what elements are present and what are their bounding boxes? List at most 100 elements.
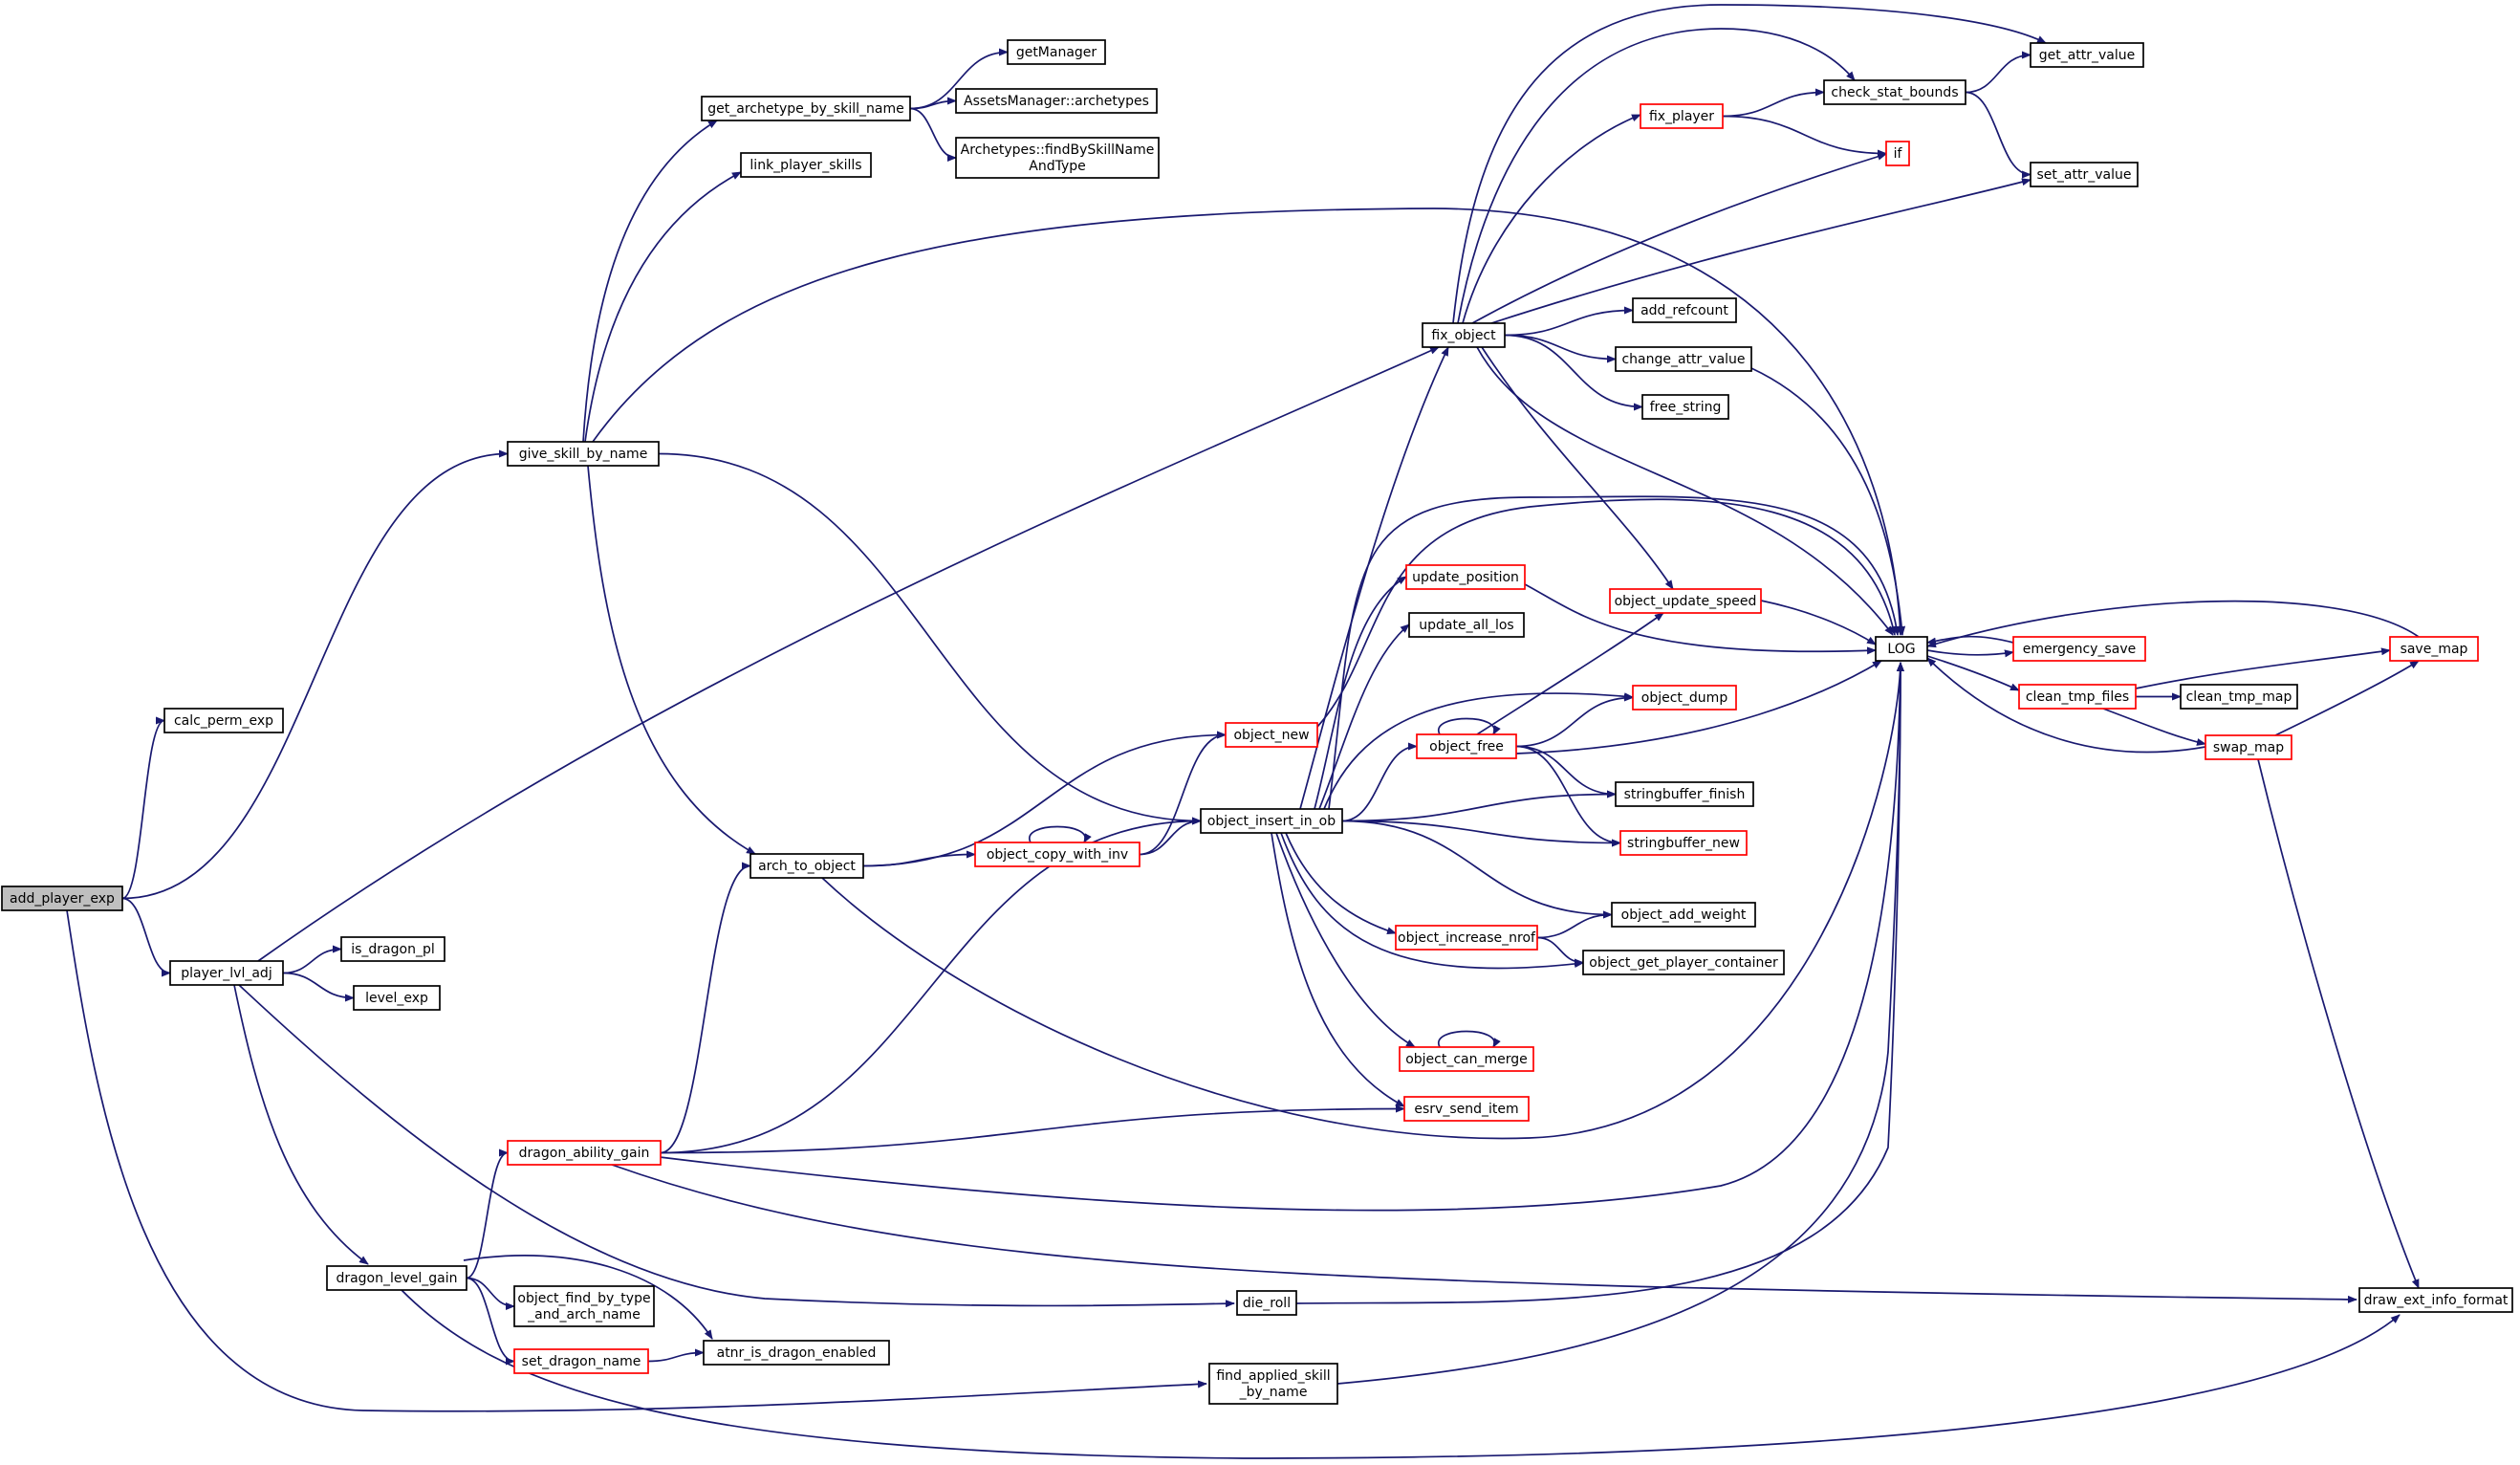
edge-check_stat_bounds-to-set_attr_value bbox=[1965, 91, 2031, 179]
node-add-player-exp[interactable]: add_player_exp bbox=[1, 886, 123, 911]
node-fix-player[interactable]: fix_player bbox=[1640, 103, 1724, 129]
node-label: object_free bbox=[1429, 739, 1504, 754]
node-label: arch_to_object bbox=[758, 859, 856, 874]
node-box bbox=[1, 886, 123, 911]
edge-give_skill_by_name-to-link_player_skills bbox=[584, 171, 742, 443]
node-label: change_attr_value bbox=[1621, 352, 1745, 367]
node-dragon-ability-gain[interactable]: dragon_ability_gain bbox=[507, 1140, 662, 1166]
node-assetsmanager-archetypes[interactable]: AssetsManager::archetypes bbox=[955, 88, 1158, 114]
node-set-dragon-name[interactable]: set_dragon_name bbox=[513, 1348, 649, 1374]
edge-fix_player-to-if bbox=[1722, 115, 1887, 158]
node-label: AssetsManager::archetypes bbox=[964, 94, 1149, 109]
node-label: _and_arch_name bbox=[527, 1307, 641, 1323]
node-give-skill-by-name[interactable]: give_skill_by_name bbox=[507, 441, 660, 467]
edge-fix_object-to-free_string bbox=[1504, 334, 1643, 411]
node-label: get_attr_value bbox=[2039, 48, 2136, 63]
node-object-can-merge[interactable]: object_can_merge bbox=[1399, 1046, 1534, 1072]
edge-check_stat_bounds-to-get_attr_value bbox=[1965, 51, 2031, 94]
node-find-applied-skill-by-name[interactable]: find_applied_skill_by_name bbox=[1208, 1363, 1338, 1405]
node-box bbox=[1408, 612, 1525, 638]
node-update-all-los[interactable]: update_all_los bbox=[1408, 612, 1525, 638]
node-swap-map[interactable]: swap_map bbox=[2205, 734, 2292, 760]
edge-object_free-to-stringbuffer_new bbox=[1515, 745, 1621, 847]
edge-dragon_ability_gain-to-esrv_send_item bbox=[660, 1104, 1405, 1154]
node-object-insert-in-ob[interactable]: object_insert_in_ob bbox=[1200, 808, 1343, 834]
edge-object_free-to-object_dump bbox=[1515, 693, 1634, 748]
node-label: object_update_speed bbox=[1615, 594, 1757, 609]
node-object-update-speed[interactable]: object_update_speed bbox=[1609, 588, 1762, 614]
node-change-attr-value[interactable]: change_attr_value bbox=[1615, 346, 1752, 372]
node-level-exp[interactable]: level_exp bbox=[353, 985, 441, 1011]
node-calc-perm-exp[interactable]: calc_perm_exp bbox=[163, 708, 284, 733]
node-object-increase-nrof[interactable]: object_increase_nrof bbox=[1395, 925, 1538, 951]
node-box bbox=[1885, 141, 1910, 166]
node-box bbox=[1200, 808, 1343, 834]
node-fix-object[interactable]: fix_object bbox=[1422, 322, 1506, 348]
node-player-lvl-adj[interactable]: player_lvl_adj bbox=[169, 960, 284, 986]
node-box bbox=[1582, 950, 1785, 975]
node-label: if bbox=[1894, 146, 1903, 162]
node-get-attr-value[interactable]: get_attr_value bbox=[2030, 42, 2144, 68]
edge-object_update_speed-to-LOG bbox=[1760, 600, 1877, 645]
edge-give_skill_by_name-to-object_insert_in_ob bbox=[658, 452, 1202, 825]
node-if[interactable]: if bbox=[1885, 141, 1910, 166]
edge-clean_tmp_files-to-swap_map bbox=[2102, 708, 2206, 746]
node-object-get-player-container[interactable]: object_get_player_container bbox=[1582, 950, 1785, 975]
node-label: give_skill_by_name bbox=[519, 447, 648, 462]
node-clean-tmp-map[interactable]: clean_tmp_map bbox=[2180, 684, 2298, 710]
node-object-find-by-type-and-arch-name[interactable]: object_find_by_type_and_arch_name bbox=[513, 1285, 655, 1327]
node-box bbox=[1416, 733, 1517, 759]
node-is-dragon-pl[interactable]: is_dragon_pl bbox=[340, 936, 445, 962]
node-box bbox=[1619, 830, 1748, 856]
node-add-refcount[interactable]: add_refcount bbox=[1632, 297, 1737, 323]
node-arch-to-object[interactable]: arch_to_object bbox=[749, 853, 864, 879]
node-getmanager[interactable]: getManager bbox=[1007, 39, 1106, 65]
node-object-dump[interactable]: object_dump bbox=[1632, 685, 1737, 711]
node-stringbuffer-finish[interactable]: stringbuffer_finish bbox=[1615, 781, 1754, 807]
node-draw-ext-info-format[interactable]: draw_ext_info_format bbox=[2358, 1287, 2513, 1313]
node-box bbox=[1632, 297, 1737, 323]
edge-object_insert_in_ob-to-esrv_send_item bbox=[1271, 832, 1405, 1107]
node-esrv-send-item[interactable]: esrv_send_item bbox=[1403, 1096, 1530, 1122]
edge-player_lvl_adj-to-dragon_level_gain bbox=[233, 984, 369, 1265]
node-update-position[interactable]: update_position bbox=[1405, 564, 1526, 590]
node-box bbox=[2358, 1287, 2513, 1313]
node-label: object_dump bbox=[1641, 690, 1728, 706]
node-box bbox=[749, 853, 864, 879]
node-object-free[interactable]: object_free bbox=[1416, 733, 1517, 759]
edge-dragon_ability_gain-to-LOG bbox=[659, 662, 1904, 1212]
node-label: free_string bbox=[1650, 400, 1722, 415]
node-box bbox=[1632, 685, 1737, 711]
node-object-new[interactable]: object_new bbox=[1225, 722, 1318, 748]
node-get-archetype-by-skill-name[interactable]: get_archetype_by_skill_name bbox=[701, 96, 911, 121]
edge-swap_map-to-draw_ext_info_format bbox=[2257, 758, 2420, 1289]
edge-object_insert_in_ob-to-LOG bbox=[1328, 495, 1901, 810]
node-clean-tmp-files[interactable]: clean_tmp_files bbox=[2018, 684, 2137, 710]
edge-object_insert_in_ob-to-object_increase_nrof bbox=[1285, 832, 1397, 935]
node-save-map[interactable]: save_map bbox=[2389, 636, 2479, 662]
node-check-stat-bounds[interactable]: check_stat_bounds bbox=[1823, 79, 1966, 105]
edge-dragon_level_gain-to-atnr_is_dragon_enabled bbox=[463, 1255, 713, 1340]
node-free-string[interactable]: free_string bbox=[1641, 394, 1729, 420]
edge-add_player_exp-to-calc_perm_exp bbox=[121, 716, 165, 900]
edge-LOG-to-clean_tmp_files bbox=[1926, 655, 2020, 691]
node-object-copy-with-inv[interactable]: object_copy_with_inv bbox=[974, 842, 1141, 867]
edge-object_insert_in_ob-to-object_add_weight bbox=[1341, 820, 1613, 919]
node-object-add-weight[interactable]: object_add_weight bbox=[1611, 902, 1756, 928]
node-box bbox=[1641, 394, 1729, 420]
node-label: update_all_los bbox=[1419, 618, 1513, 633]
node-box bbox=[1208, 1363, 1338, 1405]
edge-give_skill_by_name-to-arch_to_object bbox=[587, 465, 756, 855]
node-stringbuffer-new[interactable]: stringbuffer_new bbox=[1619, 830, 1748, 856]
edge-add_player_exp-to-give_skill_by_name bbox=[121, 449, 509, 900]
node-atnr-is-dragon-enabled[interactable]: atnr_is_dragon_enabled bbox=[703, 1340, 890, 1366]
node-emergency-save[interactable]: emergency_save bbox=[2012, 636, 2146, 662]
edge-dragon_level_gain-to-dragon_ability_gain bbox=[466, 1148, 509, 1279]
node-die-roll[interactable]: die_roll bbox=[1236, 1290, 1297, 1316]
node-link-player-skills[interactable]: link_player_skills bbox=[740, 152, 872, 178]
node-label: object_new bbox=[1233, 728, 1309, 743]
node-dragon-level-gain[interactable]: dragon_level_gain bbox=[326, 1265, 467, 1291]
node-set-attr-value[interactable]: set_attr_value bbox=[2030, 162, 2139, 187]
node-log[interactable]: LOG bbox=[1875, 636, 1928, 662]
